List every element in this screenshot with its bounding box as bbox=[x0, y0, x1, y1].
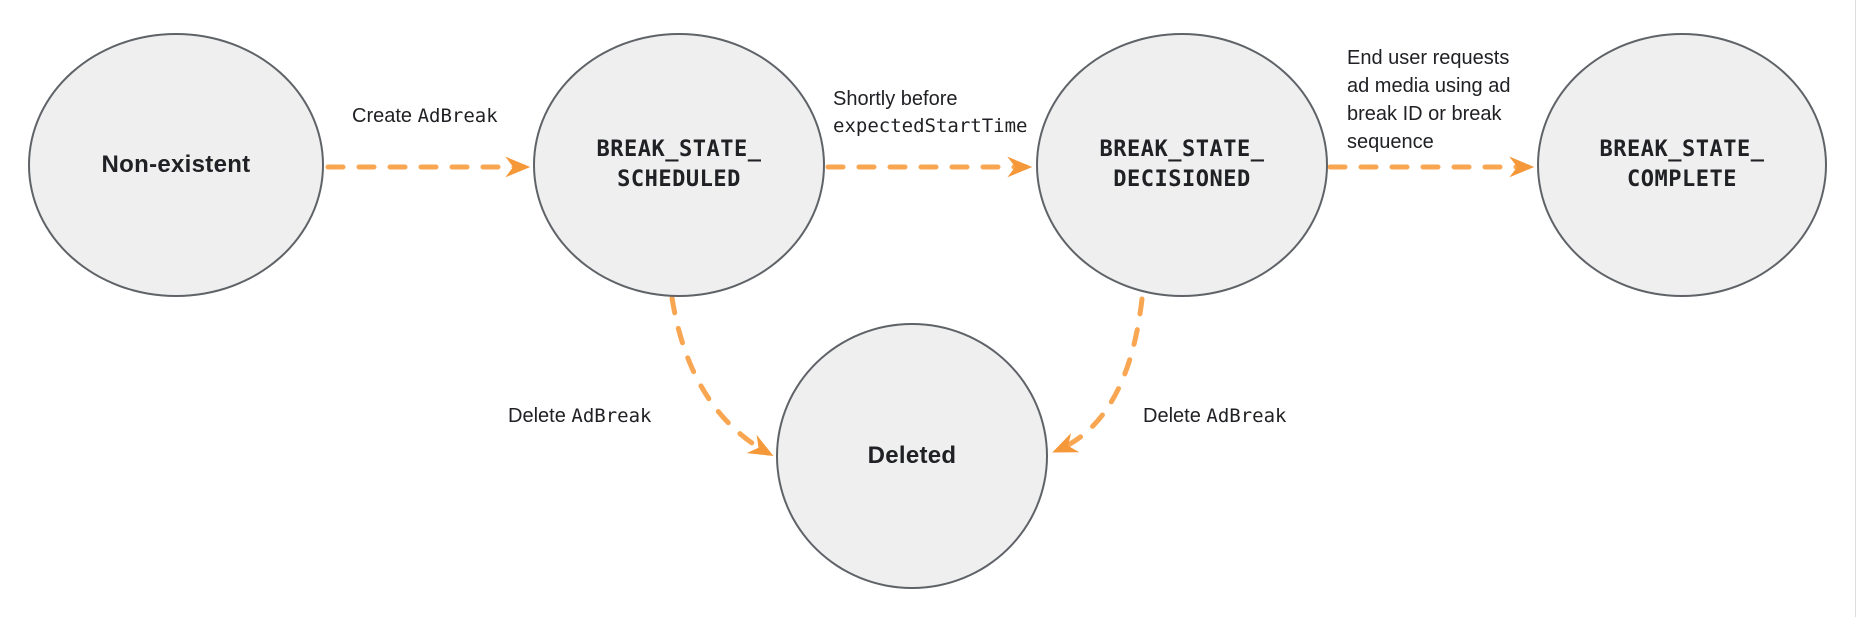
state-label: Deleted bbox=[868, 442, 957, 470]
state-node-break-state-decisioned: BREAK_STATE_ DECISIONED bbox=[1036, 33, 1328, 297]
edge-label-text: sequence bbox=[1347, 131, 1434, 153]
state-label-line: Non-existent bbox=[101, 151, 251, 178]
edge-label-text: ad media using ad bbox=[1347, 75, 1511, 97]
transition-arrow-delete-from-decisioned bbox=[1052, 296, 1145, 453]
transition-arrow-delete-from-scheduled bbox=[669, 295, 774, 457]
state-label: BREAK_STATE_ DECISIONED bbox=[1100, 135, 1265, 195]
state-label: Non-existent bbox=[102, 151, 251, 179]
edge-label-text: Shortly before bbox=[833, 88, 958, 110]
state-label-line: COMPLETE bbox=[1627, 167, 1737, 192]
edge-label-delete-adbreak-right: Delete AdBreak bbox=[1143, 402, 1286, 430]
edge-label-code: AdBreak bbox=[571, 405, 652, 427]
state-label-line: DECISIONED bbox=[1113, 167, 1251, 192]
state-label-line: BREAK_STATE_ bbox=[1099, 137, 1265, 162]
edge-label-code: AdBreak bbox=[1206, 405, 1287, 427]
edge-label-text: End user requests bbox=[1347, 47, 1510, 69]
state-label-line: BREAK_STATE_ bbox=[1599, 137, 1765, 162]
edge-label-shortly-before-expectedstarttime: Shortly before expectedStartTime bbox=[833, 86, 1027, 140]
right-border-divider bbox=[1855, 0, 1856, 617]
state-node-break-state-complete: BREAK_STATE_ COMPLETE bbox=[1537, 33, 1827, 297]
edge-label-end-user-requests: End user requests ad media using ad brea… bbox=[1347, 44, 1510, 156]
edge-label-delete-adbreak-left: Delete AdBreak bbox=[508, 402, 651, 430]
state-label-line: Deleted bbox=[867, 442, 957, 469]
state-node-deleted: Deleted bbox=[776, 323, 1048, 589]
edge-label-text: break ID or break bbox=[1347, 103, 1502, 125]
edge-label-text: Delete bbox=[1143, 405, 1207, 427]
state-label: BREAK_STATE_ SCHEDULED bbox=[597, 135, 762, 195]
edge-label-code: AdBreak bbox=[417, 105, 498, 127]
edge-label-code: expectedStartTime bbox=[833, 115, 1028, 137]
edge-label-create-adbreak: Create AdBreak bbox=[352, 102, 498, 130]
edge-label-text: Create bbox=[352, 105, 418, 127]
state-label-line: BREAK_STATE_ bbox=[596, 137, 762, 162]
state-label-line: SCHEDULED bbox=[617, 167, 741, 192]
state-label: BREAK_STATE_ COMPLETE bbox=[1600, 135, 1765, 195]
state-node-non-existent: Non-existent bbox=[28, 33, 324, 297]
edge-label-text: Delete bbox=[508, 405, 572, 427]
state-node-break-state-scheduled: BREAK_STATE_ SCHEDULED bbox=[533, 33, 825, 297]
